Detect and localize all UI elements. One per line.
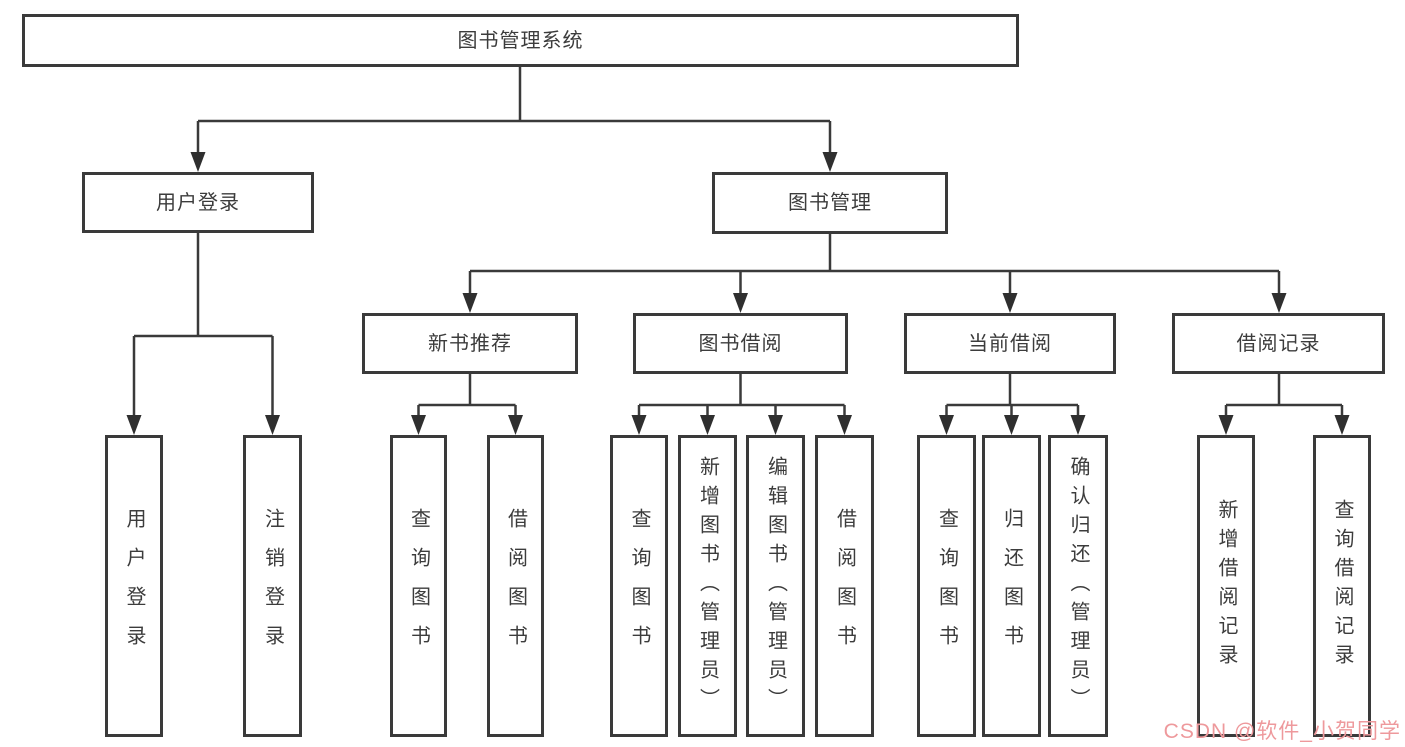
leaf-label: 用户登录 bbox=[123, 508, 145, 664]
leaf-label: 借阅图书 bbox=[504, 508, 527, 664]
node-leaf-query-borrow-record: 查询借阅记录 bbox=[1313, 435, 1371, 737]
node-leaf-user-login: 用户登录 bbox=[105, 435, 163, 737]
leaf-label: 归还图书 bbox=[1000, 508, 1023, 664]
leaf-label: 查询图书 bbox=[628, 508, 650, 664]
leaf-label: 新增图书（管理员） bbox=[696, 455, 719, 717]
node-leaf-query-books: 查询图书 bbox=[390, 435, 447, 737]
node-book-borrowing: 图书借阅 bbox=[633, 313, 848, 374]
node-new-book-recommend: 新书推荐 bbox=[362, 313, 578, 374]
leaf-label: 查询借阅记录 bbox=[1331, 499, 1353, 673]
node-current-borrowing: 当前借阅 bbox=[904, 313, 1116, 374]
node-leaf-borrow-books: 借阅图书 bbox=[815, 435, 874, 737]
node-leaf-add-books-admin: 新增图书（管理员） bbox=[678, 435, 737, 737]
node-leaf-query-books: 查询图书 bbox=[610, 435, 668, 737]
node-leaf-logout: 注销登录 bbox=[243, 435, 302, 737]
leaf-label: 借阅图书 bbox=[833, 508, 856, 664]
node-borrowing-records: 借阅记录 bbox=[1172, 313, 1385, 374]
node-leaf-add-borrow-record: 新增借阅记录 bbox=[1197, 435, 1255, 737]
node-leaf-return-books: 归还图书 bbox=[982, 435, 1041, 737]
node-leaf-confirm-return-admin: 确认归还（管理员） bbox=[1048, 435, 1108, 737]
leaf-label: 查询图书 bbox=[935, 508, 958, 664]
node-leaf-edit-books-admin: 编辑图书（管理员） bbox=[746, 435, 805, 737]
leaf-label: 查询图书 bbox=[407, 508, 430, 664]
node-book-management: 图书管理 bbox=[712, 172, 948, 234]
node-leaf-query-books: 查询图书 bbox=[917, 435, 976, 737]
leaf-label: 新增借阅记录 bbox=[1215, 499, 1237, 673]
node-library-system: 图书管理系统 bbox=[22, 14, 1019, 67]
node-user-login: 用户登录 bbox=[82, 172, 314, 233]
leaf-label: 编辑图书（管理员） bbox=[764, 455, 787, 717]
node-leaf-borrow-books: 借阅图书 bbox=[487, 435, 544, 737]
csdn-watermark: CSDN @软件_小贺同学 bbox=[1163, 720, 1401, 743]
leaf-label: 确认归还（管理员） bbox=[1067, 455, 1089, 717]
leaf-label: 注销登录 bbox=[261, 508, 284, 664]
